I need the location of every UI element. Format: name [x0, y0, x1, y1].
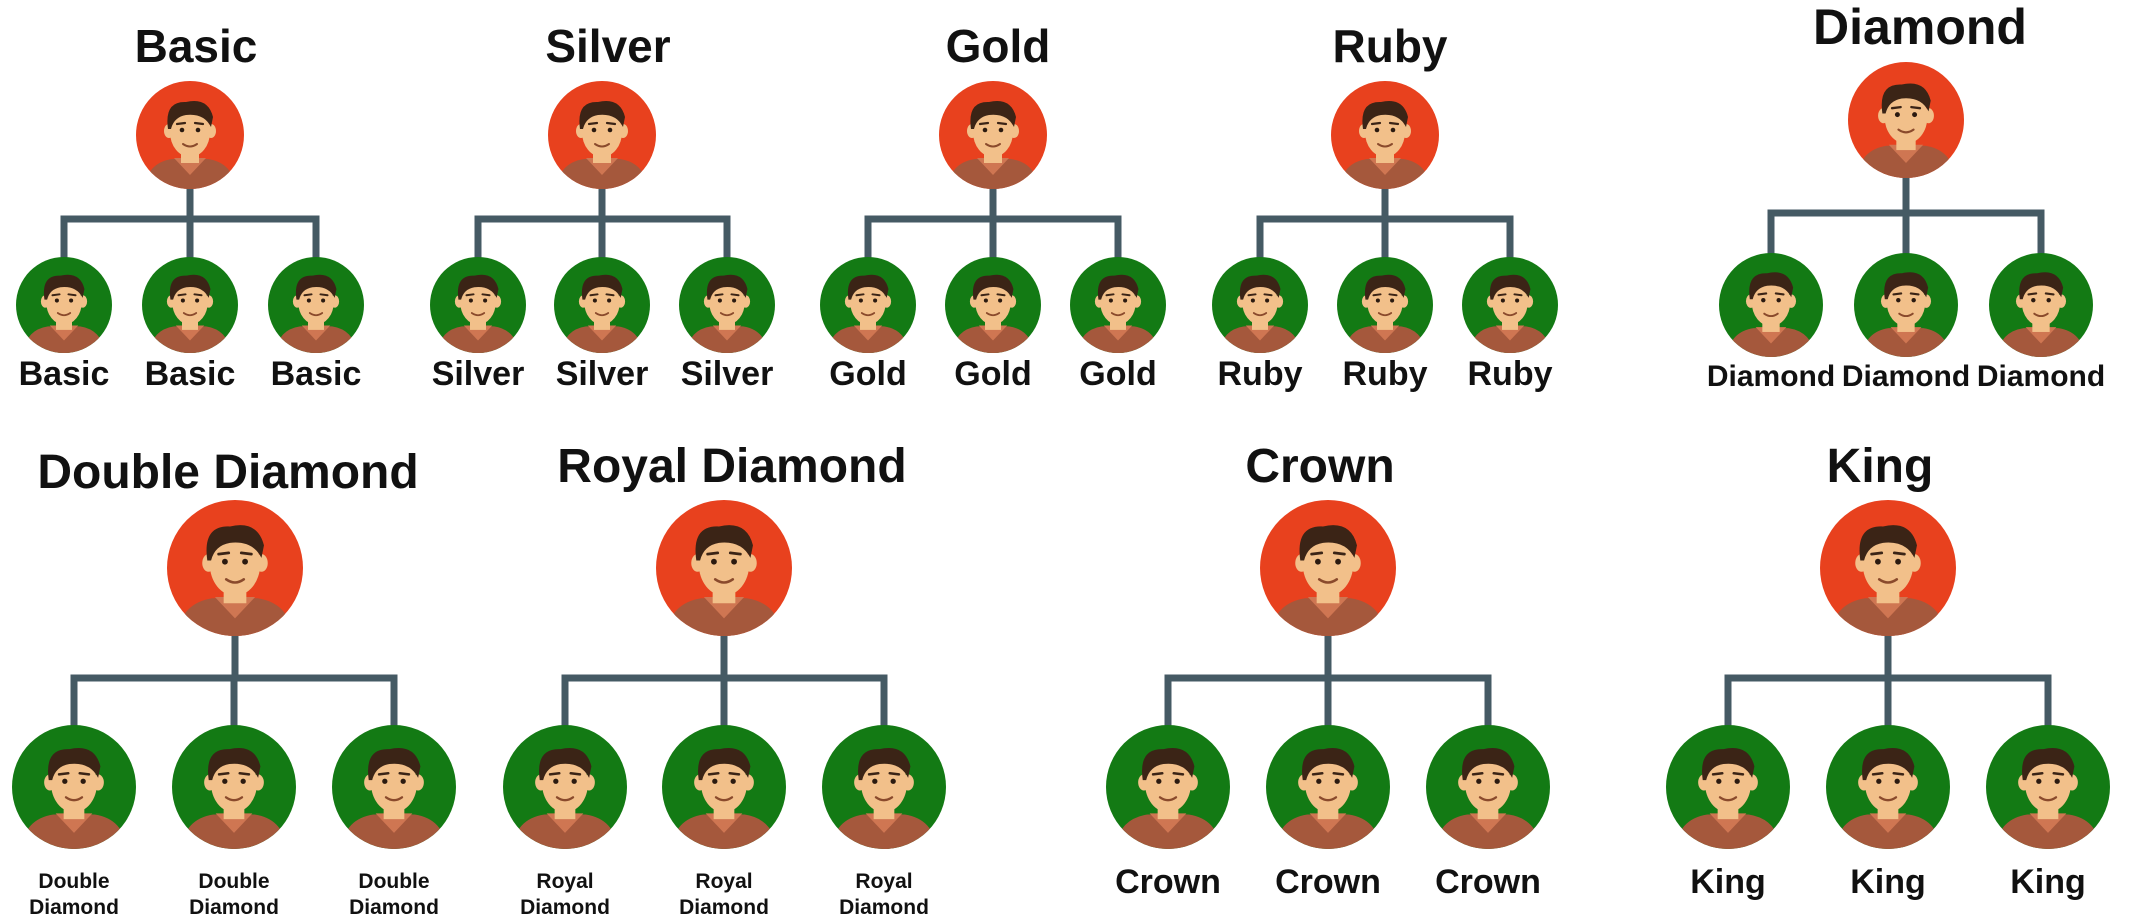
child-label: Basic [145, 355, 236, 393]
child-avatar-icon [679, 257, 775, 353]
child-label: Silver [432, 355, 525, 393]
parent-avatar-icon [656, 500, 792, 636]
tier-tree: Royal DiamondRoyalDiamondRoyalDiamondRoy… [503, 440, 946, 917]
child-avatar-icon [662, 725, 786, 849]
child-avatar-icon [1106, 725, 1230, 849]
parent-avatar-icon [1260, 500, 1396, 636]
parent-avatar-icon [136, 81, 244, 189]
child-label: King [1690, 863, 1766, 901]
child-label: Ruby [1468, 355, 1553, 393]
child-avatar-icon [12, 725, 136, 849]
child-label: Royal [855, 870, 912, 893]
parent-avatar-icon [548, 81, 656, 189]
child-label: Gold [829, 355, 906, 393]
child-avatar-icon [554, 257, 650, 353]
child-avatar-icon [1212, 257, 1308, 353]
child-avatar-icon [332, 725, 456, 849]
tier-title: Royal Diamond [557, 440, 906, 493]
child-avatar-icon [822, 725, 946, 849]
child-label: Royal [695, 870, 752, 893]
child-avatar-icon [1337, 257, 1433, 353]
tier-title: Silver [545, 20, 670, 72]
child-label: Crown [1115, 863, 1221, 901]
child-avatar-icon [1854, 253, 1958, 357]
child-avatar-icon [1266, 725, 1390, 849]
tier-title: Double Diamond [37, 446, 418, 499]
child-label: Ruby [1343, 355, 1428, 393]
child-avatar-icon [1826, 725, 1950, 849]
child-avatar-icon [1462, 257, 1558, 353]
child-label: Double [358, 870, 429, 893]
parent-avatar-icon [939, 81, 1047, 189]
child-label: Diamond [29, 896, 119, 917]
child-label: Crown [1435, 863, 1541, 901]
parent-avatar-icon [1848, 62, 1964, 178]
tier-tree: Double DiamondDoubleDiamondDoubleDiamond… [12, 446, 456, 917]
tier-title: Basic [135, 20, 258, 72]
child-label: Diamond [1977, 360, 2105, 393]
child-label: Basic [19, 355, 110, 393]
child-label: Royal [536, 870, 593, 893]
child-avatar-icon [1666, 725, 1790, 849]
parent-avatar-icon [1820, 500, 1956, 636]
child-label: Double [198, 870, 269, 893]
child-label: Double [38, 870, 109, 893]
tier-title: Diamond [1813, 0, 2027, 55]
parent-avatar-icon [167, 500, 303, 636]
child-label: Basic [271, 355, 362, 393]
child-label: Diamond [189, 896, 279, 917]
child-label: Crown [1275, 863, 1381, 901]
tier-title: Gold [946, 20, 1051, 72]
parent-avatar-icon [1331, 81, 1439, 189]
child-label: King [2010, 863, 2086, 901]
child-label: Silver [681, 355, 774, 393]
child-label: Ruby [1218, 355, 1303, 393]
child-label: Silver [556, 355, 649, 393]
tier-title: King [1827, 440, 1934, 493]
child-label: Diamond [679, 896, 769, 917]
child-avatar-icon [1719, 253, 1823, 357]
child-label: Diamond [1707, 360, 1835, 393]
child-label: Diamond [349, 896, 439, 917]
child-avatar-icon [820, 257, 916, 353]
child-avatar-icon [430, 257, 526, 353]
child-avatar-icon [142, 257, 238, 353]
child-avatar-icon [1070, 257, 1166, 353]
child-label: Diamond [839, 896, 929, 917]
child-avatar-icon [503, 725, 627, 849]
child-avatar-icon [172, 725, 296, 849]
child-label: Diamond [520, 896, 610, 917]
child-avatar-icon [268, 257, 364, 353]
tier-title: Ruby [1333, 20, 1448, 72]
child-avatar-icon [1986, 725, 2110, 849]
child-label: Gold [954, 355, 1031, 393]
child-avatar-icon [1426, 725, 1550, 849]
tier-title: Crown [1245, 440, 1394, 493]
child-avatar-icon [945, 257, 1041, 353]
child-label: King [1850, 863, 1926, 901]
child-label: Diamond [1842, 360, 1970, 393]
child-avatar-icon [16, 257, 112, 353]
child-label: Gold [1079, 355, 1156, 393]
child-avatar-icon [1989, 253, 2093, 357]
